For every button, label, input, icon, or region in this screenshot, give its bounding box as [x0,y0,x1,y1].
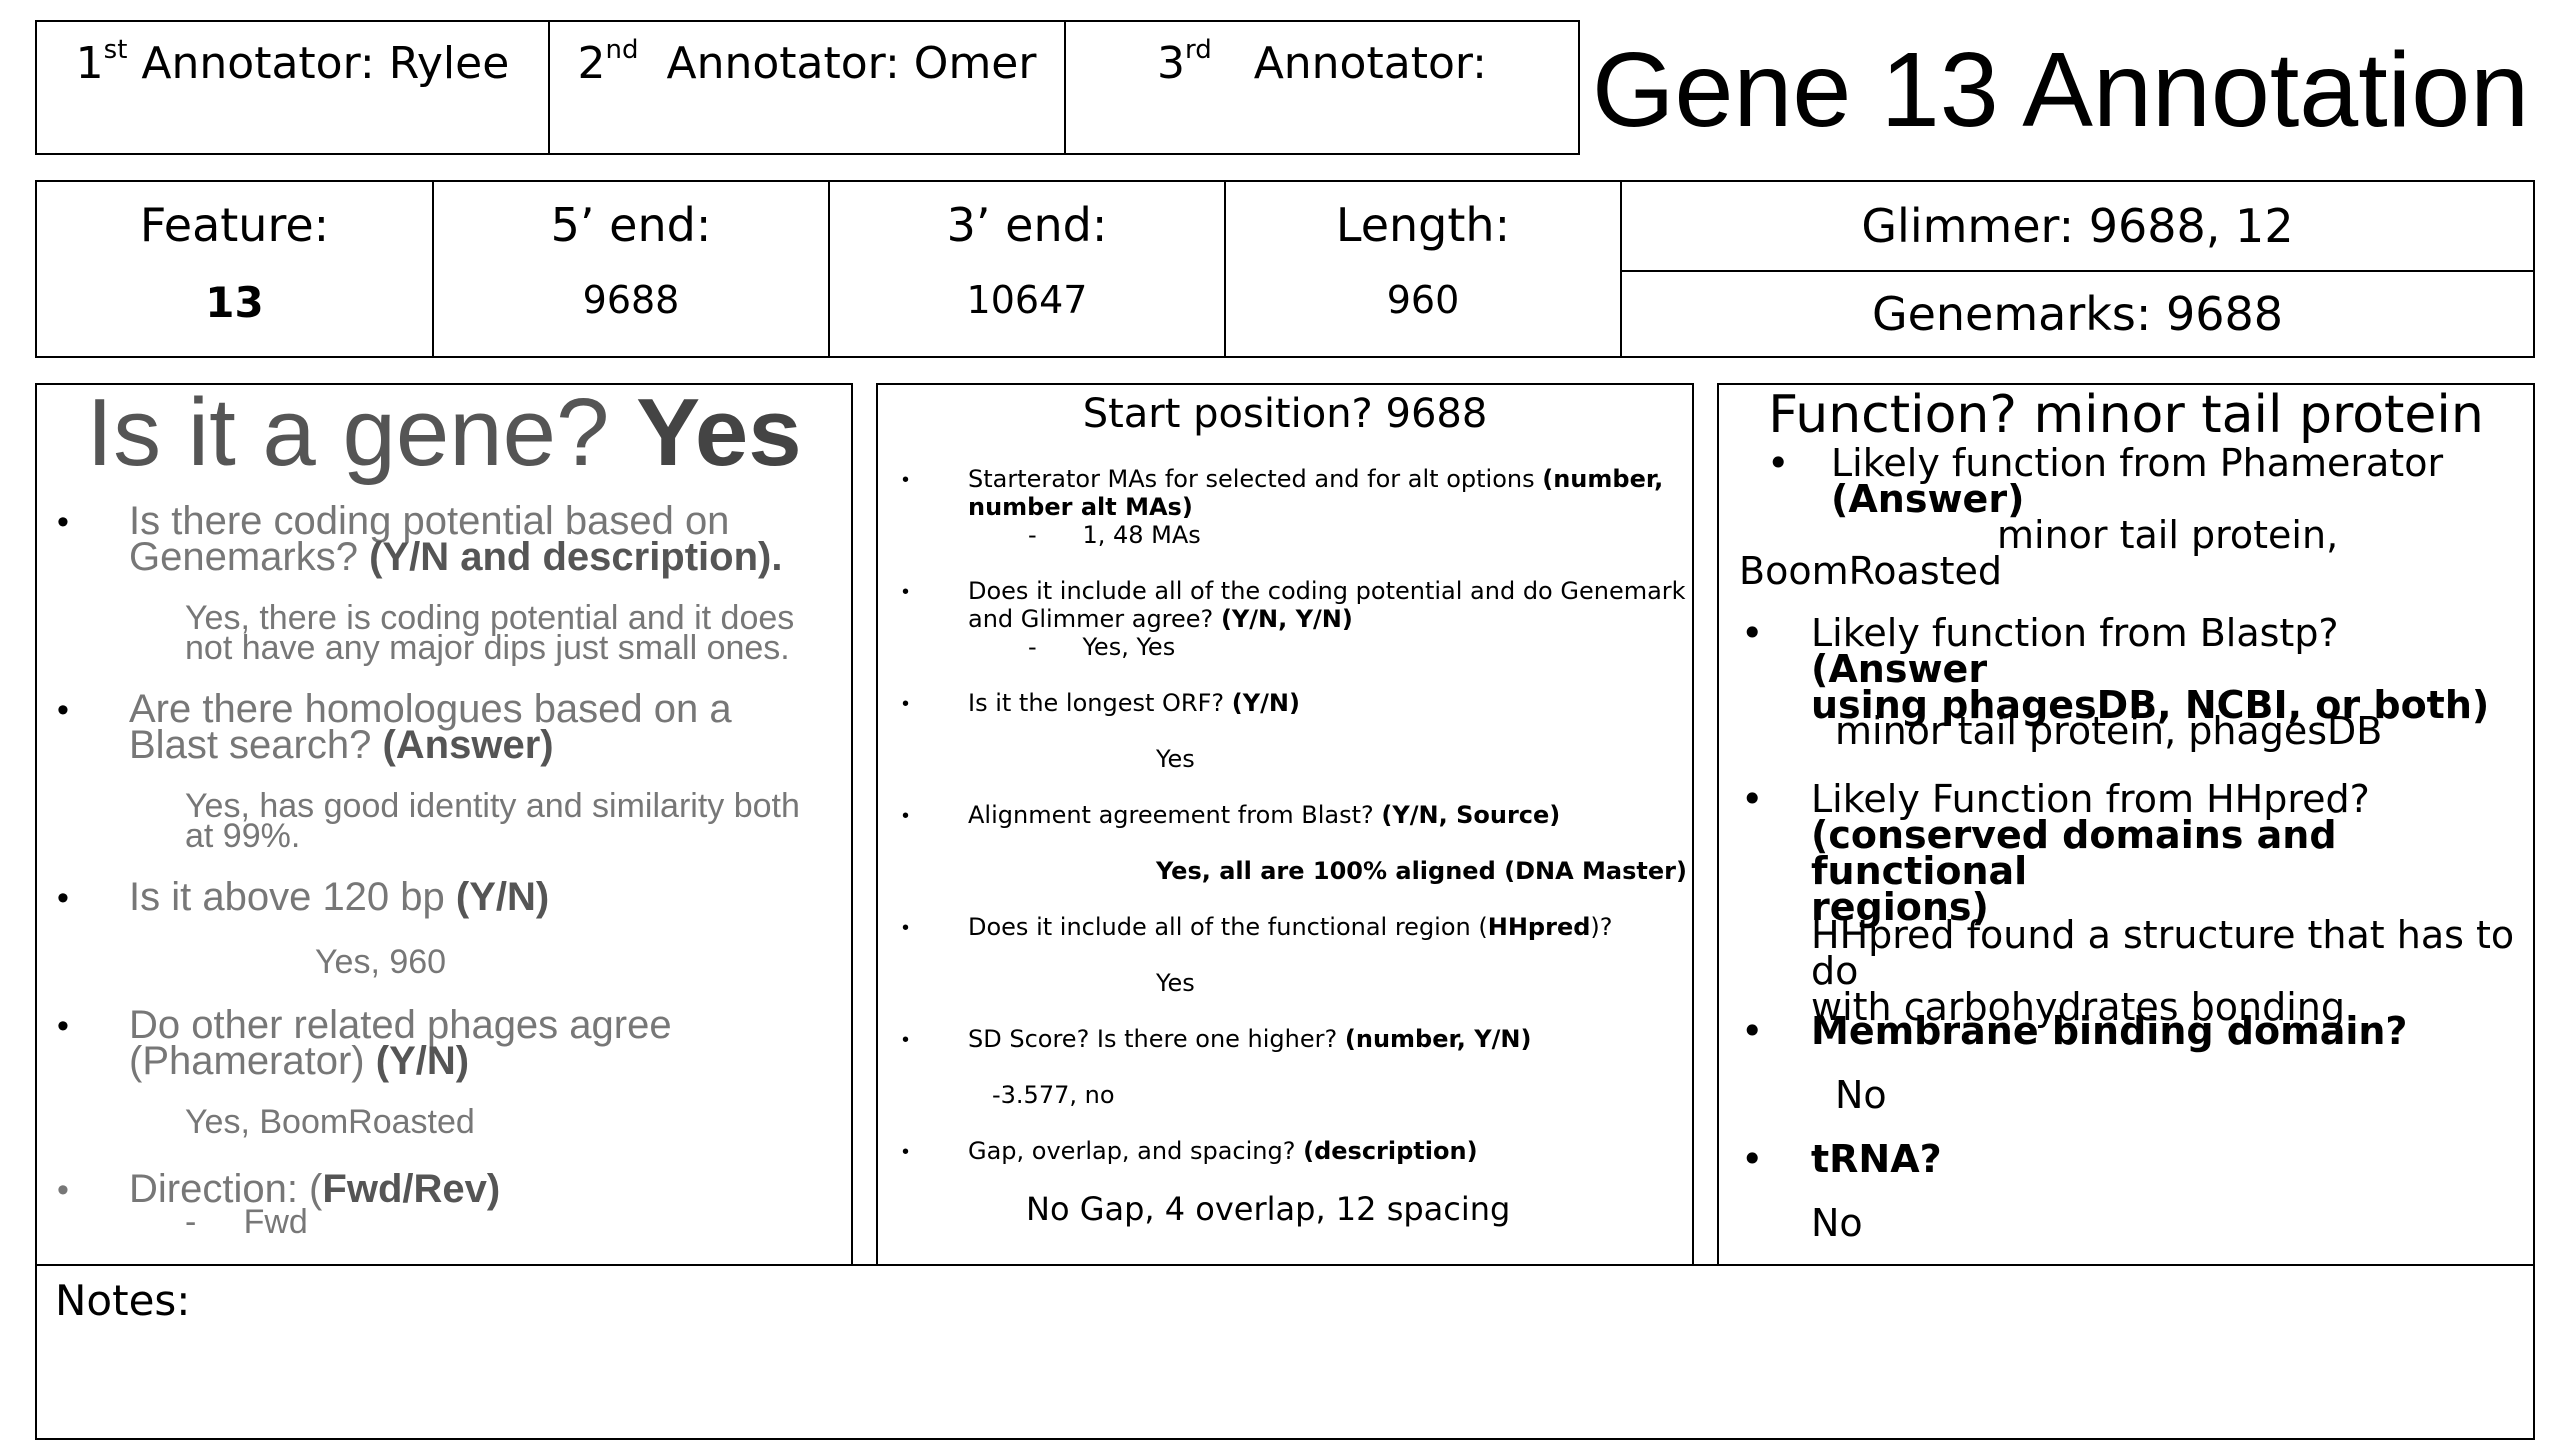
annotator-1-box: 1st Annotator: Rylee [35,20,550,155]
bullet: • [1741,1137,1764,1181]
bullet: • [1767,441,1790,485]
start-a1: - 1, 48 MAs [1028,521,1201,549]
bullet: • [57,691,69,729]
length-cell: Length: 960 [1224,180,1622,358]
genemarks-text: Genemarks: 9688 [1871,287,2284,341]
start-q2: Does it include all of the coding potent… [968,577,1686,633]
annotator-3-box: 3rd Annotator: [1064,20,1580,155]
bullet: • [1741,611,1764,655]
bullet: • [902,1141,910,1163]
bullet: • [57,1171,69,1209]
start-q6: SD Score? Is there one higher? (number, … [968,1025,1532,1053]
annotator-2-box: 2nd Annotator: Omer [548,20,1066,155]
function-a5: No [1811,1201,1863,1245]
bullet: • [57,879,69,917]
bullet: • [902,805,910,827]
gene-q5: Direction: (Fwd/Rev) [129,1167,501,1211]
annotator-3-label: 3rd Annotator: [1156,35,1488,89]
function-panel: Function? minor tail protein • Likely fu… [1717,383,2535,1266]
five-end-value: 9688 [582,278,680,322]
three-end-cell: 3’ end: 10647 [828,180,1226,358]
start-q7: Gap, overlap, and spacing? (description) [968,1137,1478,1165]
length-label: Length: [1335,198,1511,252]
glimmer-cell: Glimmer: 9688, 12 [1620,180,2535,272]
notes-box[interactable]: Notes: [35,1264,2535,1440]
start-a6: -3.577, no [992,1081,1115,1109]
start-a7: No Gap, 4 overlap, 12 spacing [1026,1190,1511,1228]
start-panel: Start position? 9688 • Starterator MAs f… [876,383,1694,1266]
start-q1: Starterator MAs for selected and for alt… [968,465,1664,521]
length-value: 960 [1386,278,1460,322]
function-a1: minor tail protein,BoomRoasted [1739,513,2339,593]
gene-a2: Yes, has good identity and similarity bo… [185,787,800,855]
start-a2: - Yes, Yes [1028,633,1176,661]
gene-q4: Do other related phages agree(Phamerator… [129,1003,672,1083]
bullet: • [902,693,910,715]
bullet: • [57,503,69,541]
start-q4: Alignment agreement from Blast? (Y/N, So… [968,801,1561,829]
bullet: • [902,917,910,939]
function-q1: Likely function from Phamerator(Answer) [1831,441,2444,521]
function-heading: Function? minor tail protein [1768,385,2484,445]
annotator-2-label: 2nd Annotator: Omer [577,35,1037,89]
feature-label: Feature: [139,198,330,252]
gene-q3: Is it above 120 bp (Y/N) [129,875,550,919]
three-end-label: 3’ end: [946,198,1108,252]
function-a2: minor tail protein, phagesDB [1835,709,2383,753]
notes-label: Notes: [55,1276,191,1325]
gene-a1: Yes, there is coding potential and it do… [185,599,795,667]
start-heading: Start position? 9688 [1082,391,1488,437]
five-end-label: 5’ end: [550,198,712,252]
bullet: • [902,1029,910,1051]
bullet: • [902,581,910,603]
bullet: • [1741,1009,1764,1053]
gene-a4: Yes, BoomRoasted [185,1103,475,1141]
bullet: • [902,469,910,491]
start-a3: Yes [1156,745,1195,773]
start-a4: Yes, all are 100% aligned (DNA Master) [1156,857,1687,885]
function-a4: No [1835,1073,1887,1117]
gene-a3: Yes, 960 [315,943,447,981]
genemarks-cell: Genemarks: 9688 [1620,270,2535,358]
annotator-1-label: 1st Annotator: Rylee [75,35,510,89]
gene-heading: Is it a gene? Yes [86,379,802,486]
gene-panel: Is it a gene? Yes • Is there coding pote… [35,383,853,1266]
five-end-cell: 5’ end: 9688 [432,180,830,358]
glimmer-text: Glimmer: 9688, 12 [1861,199,2294,253]
start-q5: Does it include all of the functional re… [968,913,1613,941]
function-q5: tRNA? [1811,1137,1942,1181]
feature-value: 13 [205,278,264,327]
page-title: Gene 13 Annotation [1592,31,2530,149]
bullet: • [1741,777,1764,821]
feature-cell: Feature: 13 [35,180,434,358]
start-q3: Is it the longest ORF? (Y/N) [968,689,1300,717]
gene-a5: - Fwd [185,1203,308,1241]
three-end-value: 10647 [966,278,1088,322]
function-q3: Likely Function from HHpred?(conserved d… [1811,777,2370,929]
function-q4: Membrane binding domain? [1811,1009,2408,1053]
start-a5: Yes [1156,969,1195,997]
bullet: • [57,1007,69,1045]
